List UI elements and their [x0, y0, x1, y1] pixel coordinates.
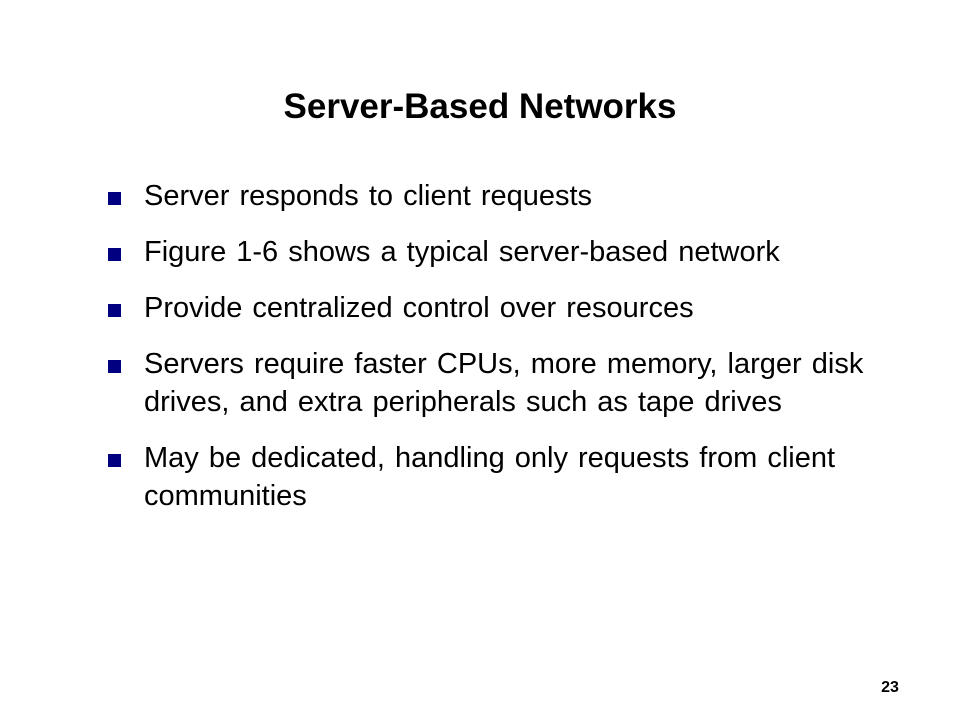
- bullet-item: Server responds to client requests: [108, 177, 948, 215]
- bullet-item: May be dedicated, handling only requests…: [108, 439, 948, 515]
- page-number: 23: [881, 679, 899, 696]
- square-bullet-icon: [108, 304, 121, 317]
- square-bullet-icon: [108, 360, 121, 373]
- bullet-text: Figure 1-6 shows a typical server-based …: [144, 236, 780, 268]
- slide-title: Server-Based Networks: [283, 87, 677, 126]
- square-bullet-icon: [108, 192, 121, 205]
- bullet-text: Servers require faster CPUs, more memory…: [144, 348, 864, 418]
- bullet-item: Figure 1-6 shows a typical server-based …: [108, 233, 948, 271]
- bullet-list: Server responds to client requests Figur…: [108, 177, 948, 533]
- square-bullet-icon: [108, 248, 121, 261]
- bullet-text: Provide centralized control over resourc…: [144, 292, 694, 324]
- bullet-item: Provide centralized control over resourc…: [108, 289, 948, 327]
- bullet-text: May be dedicated, handling only requests…: [144, 442, 836, 512]
- square-bullet-icon: [108, 454, 121, 467]
- bullet-item: Servers require faster CPUs, more memory…: [108, 345, 948, 421]
- bullet-text: Server responds to client requests: [144, 180, 593, 212]
